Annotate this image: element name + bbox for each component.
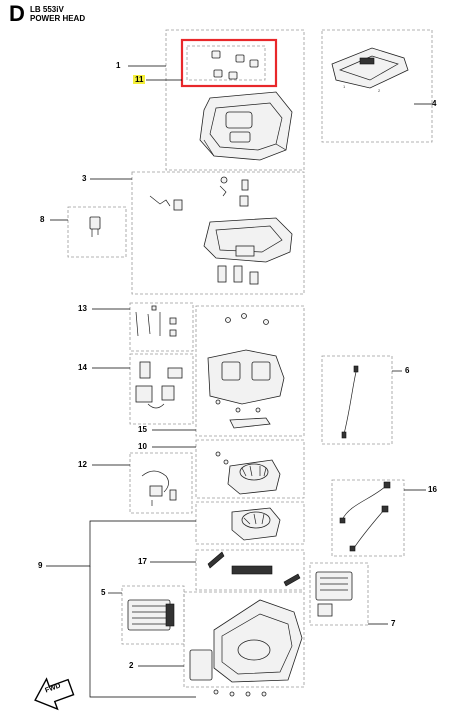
part-14: [135, 361, 183, 409]
part-12: [141, 470, 177, 506]
callout-9: 9: [38, 561, 43, 570]
highlight-box-11: [180, 38, 278, 88]
base-housing-part-2: [189, 599, 303, 697]
model-name: LB 553iV: [30, 5, 64, 14]
callout-10: 10: [138, 442, 147, 451]
callout-4: 4: [432, 99, 437, 108]
section-letter: D: [9, 1, 25, 26]
callout-12: 12: [78, 460, 87, 469]
group-box-4: [321, 29, 433, 143]
group-box-16: [331, 479, 405, 557]
part-8: [89, 216, 101, 237]
svg-text:2: 2: [378, 88, 381, 93]
strips-part-17: [207, 551, 301, 587]
group-box-1: [165, 29, 305, 171]
callout-16: 16: [428, 485, 437, 494]
harness-part-16: [339, 481, 391, 552]
screws-part-13: [135, 305, 177, 337]
group-box-10: [195, 439, 305, 499]
group-box-8: [67, 206, 127, 258]
callout-11-label: 11: [133, 75, 146, 84]
svg-text:1: 1: [343, 84, 346, 89]
callout-2: 2: [129, 661, 134, 670]
group-box-13: [129, 302, 194, 352]
forward-direction-arrow: [34, 677, 75, 711]
callout-3: 3: [82, 174, 87, 183]
group-box-15: [195, 305, 305, 437]
clip-parts-11: [211, 50, 259, 80]
callout-1: 1: [116, 61, 121, 70]
callout-6: 6: [405, 366, 410, 375]
cable-part-6: [341, 365, 359, 439]
section-title: POWER HEAD: [30, 14, 86, 23]
group-box-2: [183, 591, 305, 688]
top-cover-part-1: [199, 91, 293, 161]
housing-part-15: [207, 313, 285, 429]
callout-17: 17: [138, 557, 147, 566]
group-box-3: [131, 171, 305, 295]
callout-5: 5: [101, 588, 106, 597]
group-box-17: [195, 549, 305, 591]
group-box-14: [129, 353, 194, 425]
grille-part-7: [315, 571, 353, 617]
chassis-part-3: [149, 176, 293, 285]
group-box-12: [129, 452, 193, 514]
motor-part-10: [215, 451, 281, 495]
battery-housing-part-5: [127, 599, 175, 631]
callout-7: 7: [391, 619, 396, 628]
group-box-6: [321, 355, 393, 445]
callout-8: 8: [40, 215, 45, 224]
motor-part-9: [231, 507, 281, 541]
callout-15: 15: [138, 425, 147, 434]
cover-part-4: 1 2: [331, 47, 409, 93]
callout-11: 11: [133, 75, 146, 84]
callout-13: 13: [78, 304, 87, 313]
group-box-11: [186, 45, 266, 81]
callout-14: 14: [78, 363, 87, 372]
